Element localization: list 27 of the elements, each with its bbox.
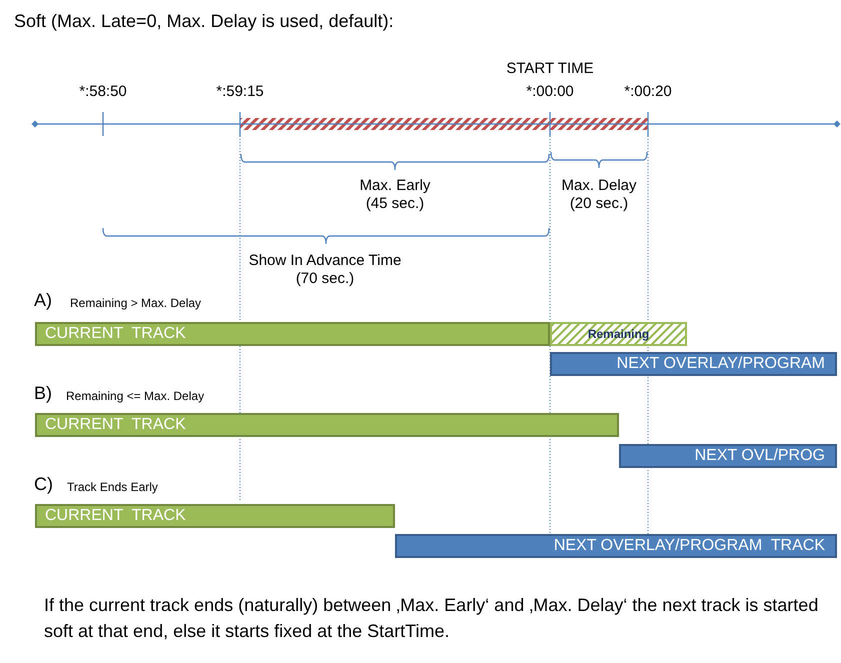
track-bar: [35, 504, 395, 528]
bar-label: NEXT OVERLAY/PROGRAM TRACK: [554, 537, 825, 555]
interval-label: Max. Early (45 sec.): [358, 177, 432, 213]
interval-label: Max. Delay (20 sec.): [560, 177, 638, 213]
bar-label: CURRENT TRACK: [45, 416, 186, 434]
track-bar: [35, 413, 619, 437]
track-bar: [619, 444, 837, 468]
case-label: Remaining > Max. Delay: [70, 296, 202, 310]
case-letter: C): [34, 474, 53, 496]
track-bar: [395, 534, 837, 558]
tick-label: *:58:50: [79, 83, 127, 101]
case-label: Remaining <= Max. Delay: [66, 389, 204, 404]
case-letter: A): [34, 290, 52, 312]
case-label: Track Ends Early: [67, 480, 158, 494]
tick-label: *:00:00: [526, 83, 574, 101]
title: Soft (Max. Late=0, Max. Delay is used, default):: [14, 11, 394, 33]
interval-label: Show In Advance Time (70 sec.): [248, 252, 402, 288]
axis-label: START TIME: [506, 60, 594, 78]
caption: If the current track ends (naturally) between ‚Max. Early‘ and ‚Max. Delay‘ the next track is started soft at that end, else it starts fixed at the StartTime.: [44, 594, 819, 643]
bar-label: NEXT OVERLAY/PROGRAM: [616, 355, 825, 373]
track-bar: [550, 352, 837, 376]
case-letter: B): [34, 383, 52, 405]
bar-label: NEXT OVL/PROG: [694, 447, 825, 465]
tick-label: *:59:15: [216, 83, 264, 101]
bar-label: CURRENT TRACK: [45, 507, 186, 525]
tick-label: *:00:20: [624, 83, 672, 101]
bar-label: CURRENT TRACK: [45, 325, 186, 343]
